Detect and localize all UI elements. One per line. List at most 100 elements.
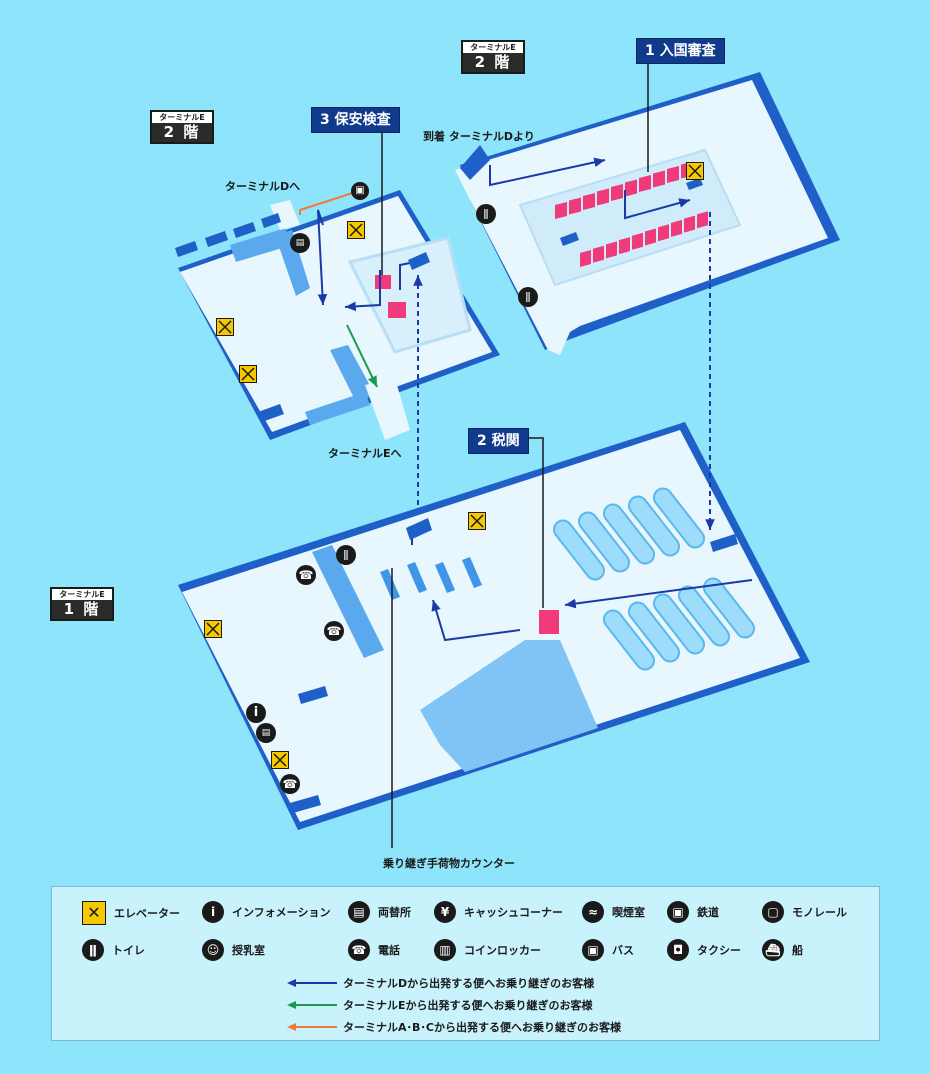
baggage-carousels xyxy=(552,487,756,671)
route-arrow-icon xyxy=(287,979,337,987)
elevator-icon xyxy=(271,751,289,769)
telephone-icon: ☎ xyxy=(324,621,344,641)
security-counter xyxy=(375,275,391,289)
transfer-counter xyxy=(435,562,455,593)
legend-item: ◘ タクシー xyxy=(667,939,741,961)
legend-item: i インフォメーション xyxy=(202,901,330,923)
atm-icon: ¥ xyxy=(434,901,456,923)
nursing-room-icon: ☺ xyxy=(202,939,224,961)
legend-label: エレベーター xyxy=(114,907,180,920)
elevator-icon xyxy=(468,512,486,530)
legend-item: ✕ エレベーター xyxy=(82,901,180,925)
customs-counter xyxy=(539,610,559,634)
immigration-booth xyxy=(697,211,708,229)
immigration-booth xyxy=(619,237,630,255)
baggage-carousel xyxy=(702,577,756,639)
legend-item: ▢モノレール xyxy=(762,901,847,923)
customs-callout: 2 税関 xyxy=(468,428,529,454)
route-terminal-e xyxy=(346,324,378,388)
immigration-booth xyxy=(580,250,591,267)
legend-label: 電話 xyxy=(378,944,400,957)
ship-icon: ⛴ xyxy=(762,939,784,961)
floor-tag: ターミナルE 2 階 xyxy=(461,40,525,74)
legend-item: ǁ トイレ xyxy=(82,939,145,961)
floor2-security-area xyxy=(178,190,500,440)
route-terminal-d-dashed xyxy=(413,212,715,530)
legend-route: ターミナルDから出発する便へお乗り継ぎのお客様 xyxy=(287,975,594,991)
telephone-icon: ☎ xyxy=(296,565,316,585)
baggage-carousel xyxy=(602,609,656,671)
legend-item: ¥ キャッシュコーナー xyxy=(434,901,563,923)
legend-route-label: ターミナルDから出発する便へお乗り継ぎのお客様 xyxy=(343,977,595,990)
floor-tag: ターミナルE 2 階 xyxy=(150,110,214,144)
immigration-booth xyxy=(684,215,695,233)
security-counter xyxy=(388,302,406,318)
legend-label: 両替所 xyxy=(378,906,411,919)
route-terminal-d xyxy=(317,157,753,642)
legend-item: ▥コインロッカー xyxy=(434,939,541,961)
floor-tag-terminal: ターミナルE xyxy=(59,590,105,599)
legend-route: ターミナルA･B･Cから出発する便へお乗り継ぎのお客様 xyxy=(287,1019,621,1035)
bus-icon: ▣ xyxy=(582,939,604,961)
elevator-icon xyxy=(216,318,234,336)
legend-route-label: ターミナルEから出発する便へお乗り継ぎのお客様 xyxy=(343,999,593,1012)
baggage-counters xyxy=(380,557,482,600)
elevator-icon xyxy=(347,221,365,239)
legend-item: ☎ 電話 xyxy=(348,939,400,961)
immigration-booth xyxy=(606,241,617,259)
immigration-booth xyxy=(625,179,637,197)
legend-label: トイレ xyxy=(112,944,145,957)
legend-item: ▣ バス xyxy=(582,939,634,961)
to-terminal-e-label: ターミナルEへ xyxy=(328,447,402,460)
legend-label: タクシー xyxy=(697,944,741,957)
baggage-carousel xyxy=(552,519,606,581)
immigration-booth xyxy=(639,175,651,192)
immigration-counters xyxy=(555,161,708,267)
baggage-carousel xyxy=(602,503,656,565)
legend-label: インフォメーション xyxy=(232,906,331,919)
legend-label: 喫煙室 xyxy=(612,906,645,919)
floor-tag-terminal: ターミナルE xyxy=(470,43,516,52)
elevator-icon: ✕ xyxy=(82,901,106,925)
floor-tag-floor: 2 階 xyxy=(152,123,212,142)
toilet-icon: ǁ xyxy=(518,287,538,307)
immigration-booth xyxy=(611,184,623,201)
transfer-counter xyxy=(380,569,400,600)
currency-exchange-icon: ▤ xyxy=(256,723,276,743)
baggage-carousel xyxy=(577,511,631,573)
callout-leaders xyxy=(381,62,649,848)
security-callout: 3 保安検査 xyxy=(311,107,400,133)
baggage-carousel xyxy=(627,495,681,557)
immigration-callout: 1 入国審査 xyxy=(636,38,725,64)
legend-route: ターミナルEから出発する便へお乗り継ぎのお客様 xyxy=(287,997,593,1013)
floor2-wall-segments xyxy=(175,213,281,257)
telephone-icon: ☎ xyxy=(348,939,370,961)
legend-label: 鉄道 xyxy=(697,906,719,919)
elevator-icon xyxy=(204,620,222,638)
immigration-booth xyxy=(597,188,609,206)
immigration-booth xyxy=(671,219,682,237)
legend-label: バス xyxy=(612,944,634,957)
legend-label: モノレール xyxy=(792,906,847,919)
telephone-icon: ☎ xyxy=(280,774,300,794)
legend-item: ⛴船 xyxy=(762,939,803,961)
toilet-icon: ǁ xyxy=(82,939,104,961)
bus-icon: ▣ xyxy=(351,182,369,200)
immigration-booth xyxy=(583,193,595,210)
legend-item: ☺授乳室 xyxy=(202,939,265,961)
toilet-icon: ǁ xyxy=(476,204,496,224)
currency-exchange-icon: ▤ xyxy=(348,901,370,923)
floor-tag: ターミナルE 1 階 xyxy=(50,587,114,621)
legend-label: キャッシュコーナー xyxy=(464,906,563,919)
baggage-carousel xyxy=(652,593,706,655)
map-legend: ✕ エレベーター i インフォメーション ▤ 両替所 ¥ キャッシュコーナー ≈喫煙室 ▣ 鉄道 ▢モ… xyxy=(51,886,880,1041)
floor-tag-floor: 1 階 xyxy=(52,600,112,619)
legend-item: ≈喫煙室 xyxy=(582,901,645,923)
taxi-icon: ◘ xyxy=(667,939,689,961)
baggage-carousel xyxy=(652,487,706,549)
route-arrow-icon xyxy=(287,1001,337,1009)
arrival-from-terminal-d-label: 到着 ターミナルDより xyxy=(423,130,535,143)
information-icon: i xyxy=(202,901,224,923)
transfer-counter xyxy=(462,557,482,588)
